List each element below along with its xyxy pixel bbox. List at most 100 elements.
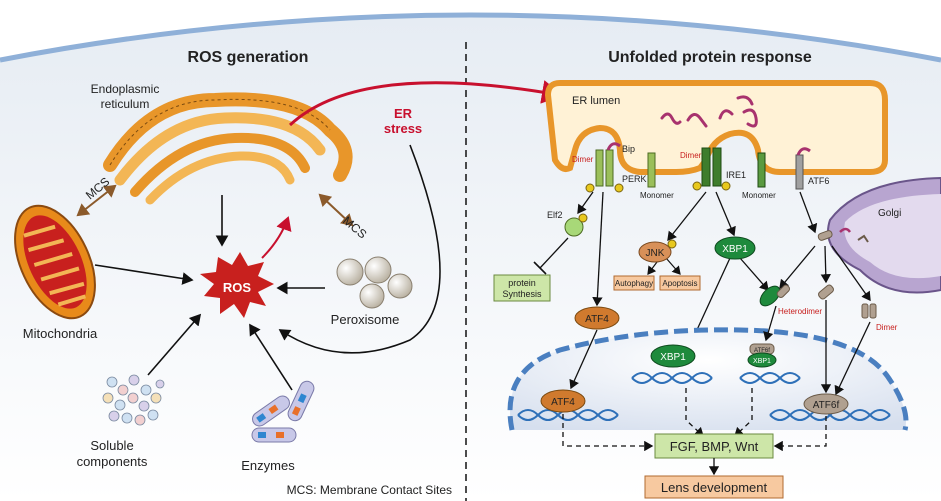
peroxisome-label: Peroxisome xyxy=(331,312,400,327)
atf4-label: ATF4 xyxy=(585,314,609,325)
atf4-nuclear xyxy=(540,389,586,413)
fgf-bmp-wnt-label: FGF, BMP, Wnt xyxy=(670,439,759,454)
arrow-golgi-to-heterodimer xyxy=(779,245,816,289)
dashed-atf6f-to-fgf xyxy=(773,416,827,452)
arrow-ros-to-er xyxy=(261,216,292,259)
atf4-nuclear-label: ATF4 xyxy=(551,397,575,408)
ire1-label: IRE1 xyxy=(726,170,746,180)
jnk-phospho xyxy=(667,239,677,249)
er-organelle xyxy=(103,92,353,205)
mitochondria-organelle xyxy=(14,204,96,320)
er-stress-arrow xyxy=(288,80,563,127)
monomer-label-2: Monomer xyxy=(742,191,776,200)
mcs-arrow-right xyxy=(318,193,354,227)
arrow-golgi-to-atf6f xyxy=(820,245,831,284)
atf6f-nuclear xyxy=(803,393,849,415)
enzymes-label: Enzymes xyxy=(241,458,295,473)
ros-label: ROS xyxy=(223,280,252,295)
arrow-stress-loop xyxy=(278,144,441,354)
bip-chaperone xyxy=(606,142,621,151)
arrow-enzymes-to-ros xyxy=(249,323,293,391)
xbp1-label: XBP1 xyxy=(722,244,748,255)
nuclear-envelope xyxy=(507,327,909,431)
er-label-line2: reticulum xyxy=(101,97,150,111)
mitochondria-label: Mitochondria xyxy=(23,326,98,341)
arrow-soluble-to-ros xyxy=(147,313,202,376)
right-title: Unfolded protein response xyxy=(608,49,812,66)
lens-development-label: Lens development xyxy=(661,480,768,495)
mcs-arrow-left xyxy=(76,184,117,217)
arrow-perk-to-elf2 xyxy=(577,191,594,215)
bip-label: Bip xyxy=(622,144,635,154)
ire1-dimer-label: Dimer xyxy=(680,151,702,160)
autophagy-box xyxy=(613,275,655,291)
arrow-xbp1-to-heterodimer xyxy=(739,257,769,291)
atf4-protein xyxy=(574,306,620,330)
protein-synthesis-line1: protein xyxy=(508,278,536,288)
perk-dimer-label: Dimer xyxy=(572,155,594,164)
ire1-dimer-receptor xyxy=(692,147,731,191)
peroxisome-organelle xyxy=(336,256,413,309)
dashed-atf4-to-fgf xyxy=(562,414,654,452)
golgi-lumen xyxy=(844,194,941,279)
er-lumen-label: ER lumen xyxy=(572,95,620,107)
unfolded-proteins xyxy=(660,95,758,128)
dashed-xbp1-to-fgf xyxy=(685,388,704,437)
soluble-label-line2: components xyxy=(77,454,148,469)
arrow-atf4-to-nucleus xyxy=(569,329,598,390)
perk-monomer xyxy=(647,152,656,188)
atf6f-cytosol xyxy=(818,284,834,300)
arrow-atf6-to-golgi xyxy=(799,191,818,234)
er-stress-label-line1: ER xyxy=(394,106,413,121)
jnk-label: JNK xyxy=(646,248,665,259)
jnk-protein xyxy=(638,241,672,263)
arrow-mito-to-ros xyxy=(94,264,194,285)
monomer-label-1: Monomer xyxy=(640,191,674,200)
hetero-atf-label: ATF6f xyxy=(754,348,770,354)
elf2-phospho xyxy=(578,213,588,223)
apoptosis-box xyxy=(659,275,701,291)
autophagy-label: Autophagy xyxy=(615,279,653,288)
lens-development-box xyxy=(644,475,784,499)
atf6-dimer-label: Dimer xyxy=(876,323,898,332)
ros-burst xyxy=(200,252,274,318)
protein-synthesis-box xyxy=(493,274,551,302)
er-label-line1: Endoplasmic xyxy=(91,82,160,96)
atf6-golgi-cleaved xyxy=(817,227,869,243)
arrow-jnk-to-apoptosis xyxy=(665,257,681,275)
apoptosis-label: Apoptosis xyxy=(662,279,697,288)
soluble-label-line1: Soluble xyxy=(90,438,133,453)
fgf-bmp-wnt-box xyxy=(654,433,774,459)
xbp1-protein xyxy=(714,236,756,260)
inhibit-bar xyxy=(533,261,547,275)
atf6-label: ATF6 xyxy=(808,176,829,186)
heterodimer-complex xyxy=(759,284,791,307)
atf6-receptor xyxy=(795,147,811,190)
enzymes-cluster xyxy=(251,380,315,443)
arrow-dimer-to-nucleus xyxy=(834,321,871,396)
heterodimer-label: Heterodimer xyxy=(778,307,822,316)
golgi-label: Golgi xyxy=(878,208,901,219)
heterodimer-nuclear xyxy=(747,343,777,368)
ire1-monomer xyxy=(757,152,766,188)
xbp1-nuclear-label: XBP1 xyxy=(660,352,686,363)
protein-synthesis-line2: Synthesis xyxy=(502,289,542,299)
atf6f-label: ATF6f xyxy=(813,400,840,411)
arrow-perk-to-atf4 xyxy=(592,191,604,307)
xbp1-nuclear xyxy=(650,344,696,368)
atf6-dimer-cytosol xyxy=(861,303,877,319)
left-title: ROS generation xyxy=(188,49,309,66)
arrow-golgi-to-dimer xyxy=(831,245,871,302)
inhibit-elf2-synthesis xyxy=(539,237,569,269)
cell-membrane xyxy=(0,12,941,63)
arrow-ire1-to-xbp1 xyxy=(715,191,736,237)
arrow-heterodimer-to-nucleus xyxy=(763,305,777,342)
arrow-ire1-to-jnk xyxy=(667,191,707,242)
footnote: MCS: Membrane Contact Sites xyxy=(287,483,452,497)
hetero-xbp-label: XBP1 xyxy=(753,358,771,365)
er-stress-label-line2: stress xyxy=(384,121,422,136)
elf2-label: Elf2 xyxy=(547,210,563,220)
elf2-protein xyxy=(564,217,584,237)
